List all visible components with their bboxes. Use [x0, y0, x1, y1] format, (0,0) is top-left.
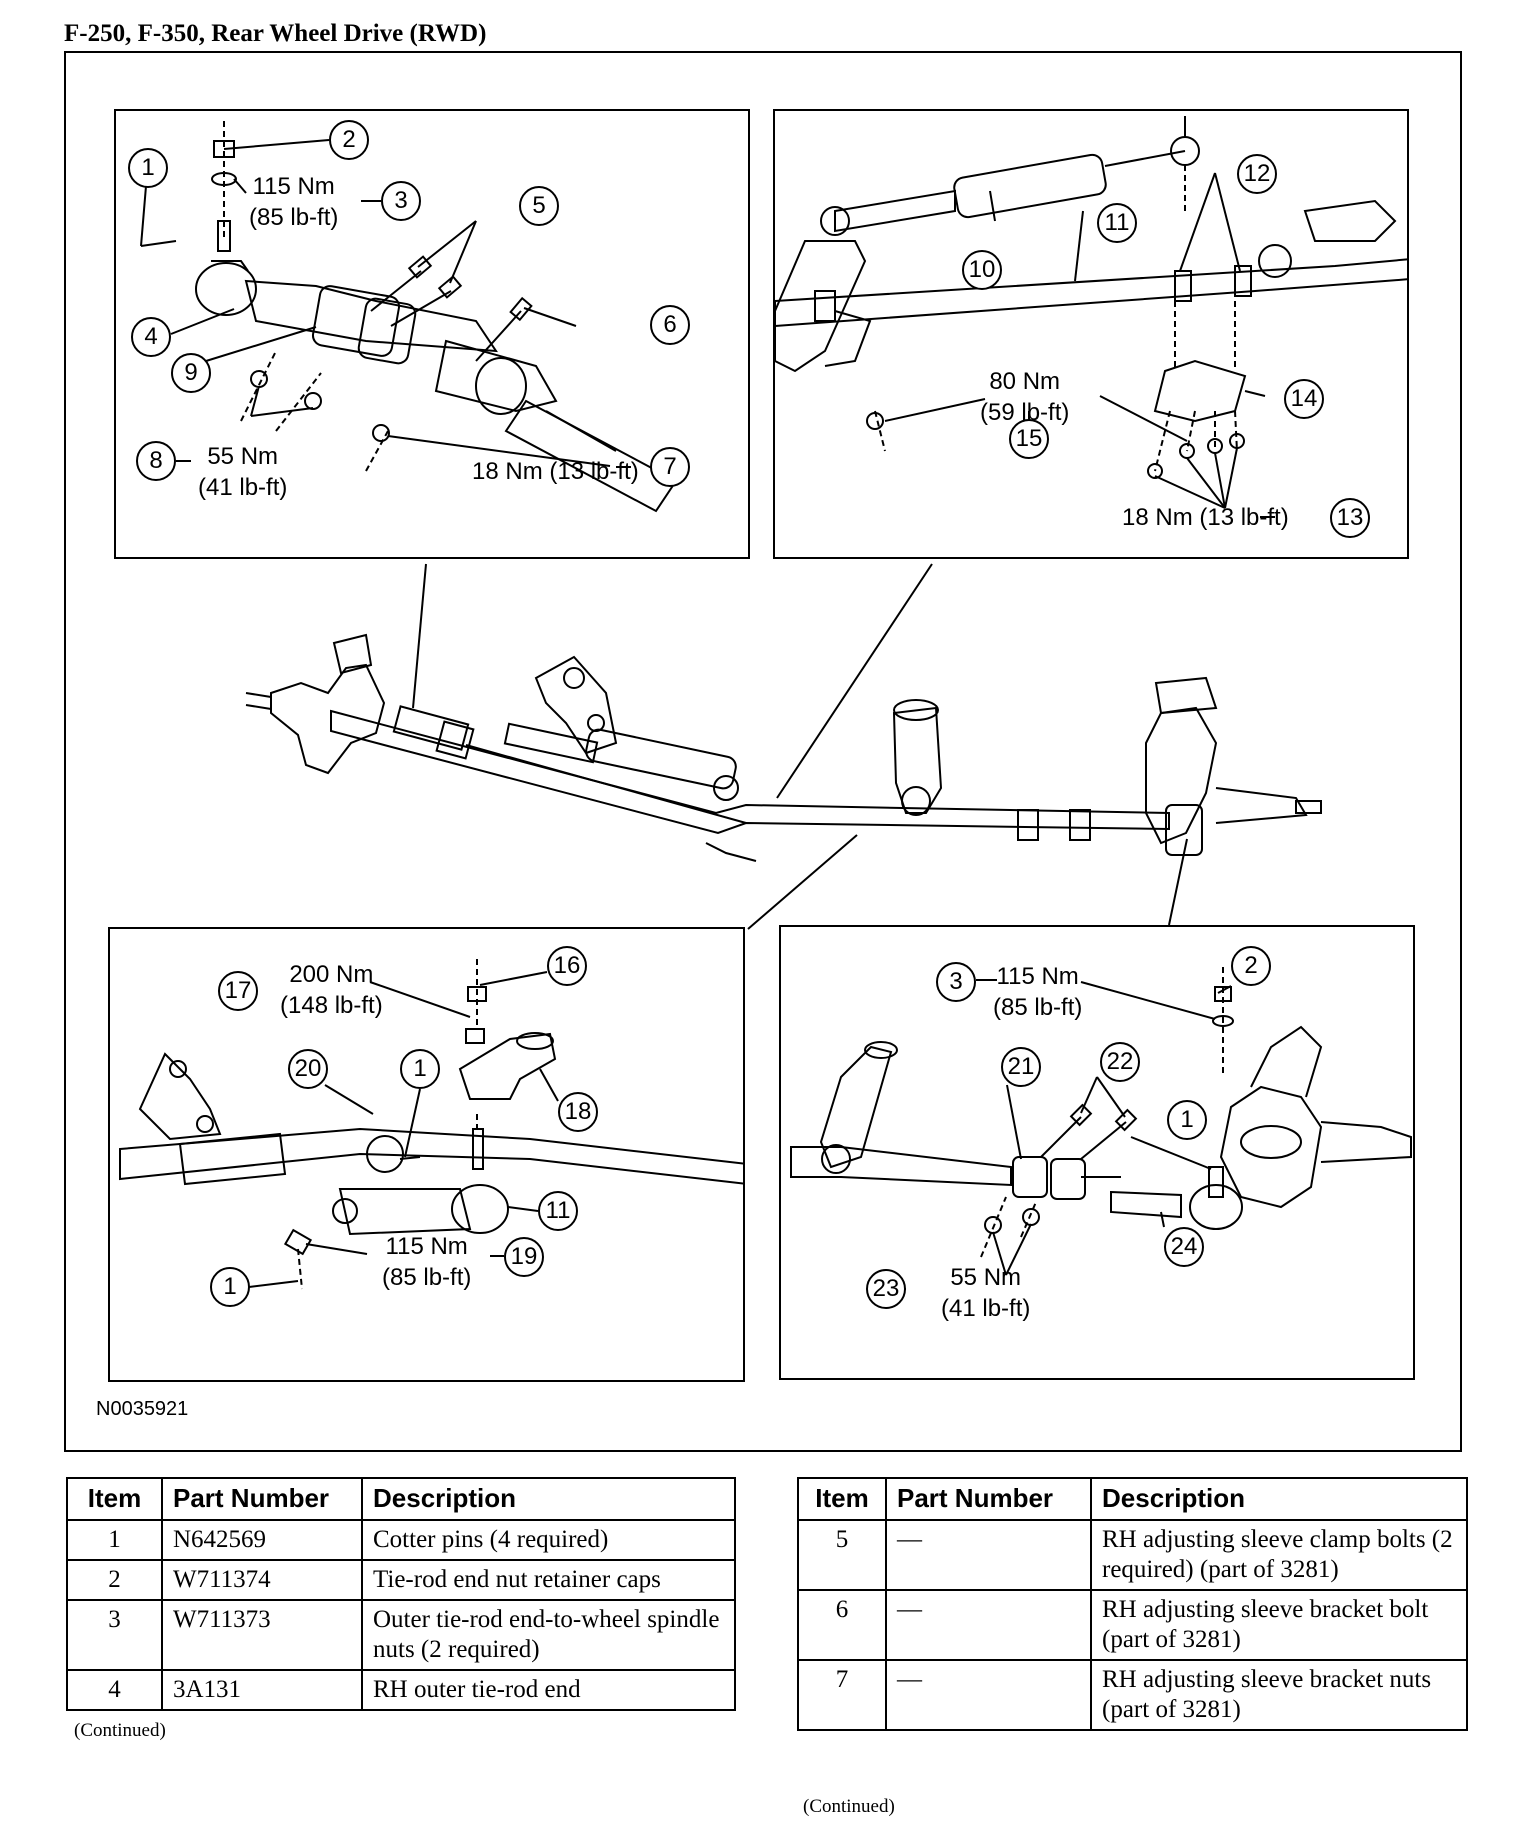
callout-24: 24: [1164, 1227, 1204, 1267]
callout-10: 10: [962, 250, 1002, 290]
description-cell: RH adjusting sleeve bracket nuts (part o…: [1090, 1659, 1468, 1731]
col-header-part-number: Part Number: [161, 1477, 363, 1521]
part-number-cell: W711373: [161, 1599, 363, 1671]
callout-14: 14: [1284, 379, 1324, 419]
description-cell: RH adjusting sleeve bracket bolt (part o…: [1090, 1589, 1468, 1661]
callout-21: 21: [1001, 1047, 1041, 1087]
panel-lh-tie-rod: 115 Nm(85 lb-ft) 55 Nm(41 lb-ft) 2 3 21 …: [779, 925, 1415, 1380]
callout-1-upper: 1: [400, 1049, 440, 1089]
callout-19: 19: [504, 1237, 544, 1277]
item-cell: 3: [66, 1599, 163, 1671]
figure-id: N0035921: [96, 1398, 189, 1420]
steering-linkage-overview: [245, 563, 1322, 930]
torque-spec-damper-nut: 80 Nm(59 lb-ft): [980, 368, 1070, 426]
page-title: F-250, F-350, Rear Wheel Drive (RWD): [64, 20, 487, 47]
part-number-cell: 3A131: [161, 1669, 363, 1711]
part-number-cell: W711374: [161, 1559, 363, 1601]
callout-2: 2: [1231, 946, 1271, 986]
table-row: 5 — RH adjusting sleeve clamp bolts (2 r…: [797, 1519, 1468, 1591]
diagram-frame: 115 Nm(85 lb-ft) 55 Nm(41 lb-ft) 18 Nm (…: [64, 51, 1462, 1452]
table-header-row: Item Part Number Description: [797, 1477, 1468, 1521]
continued-note-left: (Continued): [74, 1720, 166, 1741]
panel-rh-tie-rod: 115 Nm(85 lb-ft) 55 Nm(41 lb-ft) 18 Nm (…: [114, 109, 750, 559]
part-number-cell: —: [885, 1519, 1092, 1591]
callout-8: 8: [136, 441, 176, 481]
callout-11: 11: [1097, 203, 1137, 243]
callout-20: 20: [288, 1049, 328, 1089]
callout-15: 15: [1009, 419, 1049, 459]
description-cell: Tie-rod end nut retainer caps: [361, 1559, 736, 1601]
col-header-item: Item: [66, 1477, 163, 1521]
callout-12: 12: [1237, 154, 1277, 194]
item-cell: 4: [66, 1669, 163, 1711]
torque-spec-clamp-nuts: 55 Nm(41 lb-ft): [941, 1264, 1031, 1322]
item-cell: 1: [66, 1519, 163, 1561]
torque-spec-bracket-nuts: 18 Nm (13 lb-ft): [472, 458, 639, 485]
item-cell: 7: [797, 1659, 887, 1731]
table-row: 6 — RH adjusting sleeve bracket bolt (pa…: [797, 1589, 1468, 1661]
description-cell: RH outer tie-rod end: [361, 1669, 736, 1711]
callout-3: 3: [381, 181, 421, 221]
lh-tie-rod-drawing: [790, 967, 1412, 1290]
table-row: 3 W711373 Outer tie-rod end-to-wheel spi…: [66, 1599, 736, 1671]
callout-22: 22: [1100, 1042, 1140, 1082]
part-number-cell: —: [885, 1589, 1092, 1661]
item-cell: 6: [797, 1589, 887, 1661]
continued-note-right: (Continued): [803, 1796, 895, 1817]
callout-18: 18: [558, 1092, 598, 1132]
torque-spec-clamp-nuts: 55 Nm(41 lb-ft): [198, 443, 288, 501]
torque-spec-bracket-nuts: 18 Nm (13 lb-ft): [1122, 504, 1289, 531]
callout-1: 1: [128, 148, 168, 188]
callout-4: 4: [131, 317, 171, 357]
description-cell: RH adjusting sleeve clamp bolts (2 requi…: [1090, 1519, 1468, 1591]
description-cell: Outer tie-rod end-to-wheel spindle nuts …: [361, 1599, 736, 1671]
part-number-cell: N642569: [161, 1519, 363, 1561]
callout-6: 6: [650, 305, 690, 345]
rh-tie-rod-drawing: [140, 121, 678, 513]
col-header-part-number: Part Number: [885, 1477, 1092, 1521]
item-cell: 2: [66, 1559, 163, 1601]
table-header-row: Item Part Number Description: [66, 1477, 736, 1521]
torque-spec-drag-link-nut: 115 Nm(85 lb-ft): [382, 1233, 472, 1291]
table-row: 7 — RH adjusting sleeve bracket nuts (pa…: [797, 1659, 1468, 1731]
col-header-description: Description: [1090, 1477, 1468, 1521]
callout-16: 16: [547, 946, 587, 986]
table-row: 1 N642569 Cotter pins (4 required): [66, 1519, 736, 1561]
torque-spec-tie-rod-nut: 115 Nm(85 lb-ft): [249, 173, 339, 231]
col-header-description: Description: [361, 1477, 736, 1521]
callout-5: 5: [519, 186, 559, 226]
part-number-cell: —: [885, 1659, 1092, 1731]
description-cell: Cotter pins (4 required): [361, 1519, 736, 1561]
table-row: 2 W711374 Tie-rod end nut retainer caps: [66, 1559, 736, 1601]
callout-3: 3: [936, 962, 976, 1002]
callout-17: 17: [218, 971, 258, 1011]
parts-table-right: Item Part Number Description 5 — RH adju…: [797, 1477, 1468, 1731]
callout-7: 7: [650, 447, 690, 487]
torque-spec-tie-rod-nut: 115 Nm(85 lb-ft): [993, 963, 1083, 1021]
drag-link-damper-drawing: [775, 116, 1407, 518]
callout-1-lower: 1: [210, 1267, 250, 1307]
col-header-item: Item: [797, 1477, 887, 1521]
callout-1: 1: [1167, 1100, 1207, 1140]
item-cell: 5: [797, 1519, 887, 1591]
callout-13: 13: [1330, 498, 1370, 538]
table-row: 4 3A131 RH outer tie-rod end: [66, 1669, 736, 1711]
panel-drag-link-damper: 80 Nm(59 lb-ft) 18 Nm (13 lb-ft) 10 11 1…: [773, 109, 1409, 559]
callout-9: 9: [171, 353, 211, 393]
callout-23: 23: [866, 1269, 906, 1309]
torque-spec-pitman-nut: 200 Nm(148 lb-ft): [280, 961, 383, 1019]
parts-table-left: Item Part Number Description 1 N642569 C…: [66, 1477, 736, 1711]
panel-pitman-arm: 200 Nm(148 lb-ft) 115 Nm(85 lb-ft) 16 17…: [108, 927, 745, 1382]
callout-11: 11: [538, 1191, 578, 1231]
callout-2: 2: [329, 120, 369, 160]
pitman-arm-drawing: [119, 959, 743, 1290]
